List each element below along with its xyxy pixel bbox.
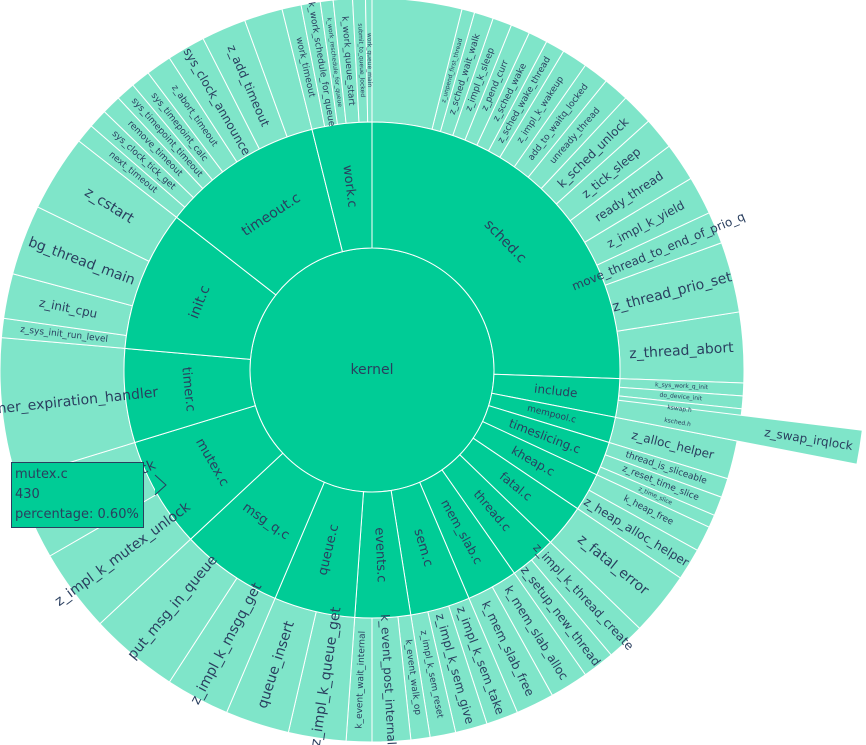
tooltip-percentage: percentage: 0.60% [15, 507, 139, 522]
tooltip-arrow [154, 474, 167, 496]
tooltip-value: 430 [15, 487, 40, 502]
hover-tooltip: mutex.c 430 percentage: 0.60% [11, 462, 144, 528]
file-segment-work-c[interactable] [311, 121, 373, 253]
file-segment-sched-c[interactable] [371, 121, 621, 380]
tooltip-name: mutex.c [15, 467, 68, 482]
root-segment-kernel[interactable] [249, 247, 495, 493]
